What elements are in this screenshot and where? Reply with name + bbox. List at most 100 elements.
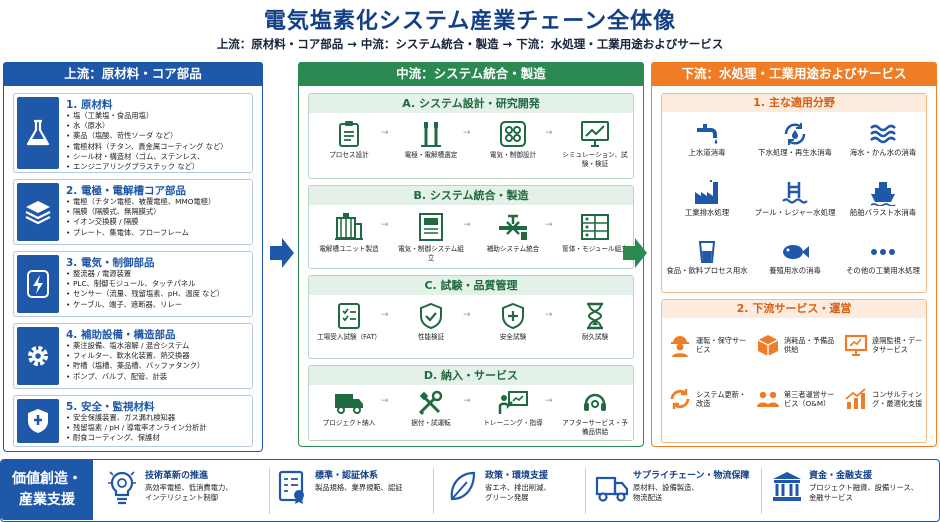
process-step: 電解槽ユニット製造 [313, 212, 385, 254]
page-subtitle: 上流：原材料・コア部品 → 中流：システム統合・製造 → 下流：水処理・工業用途… [216, 37, 724, 51]
list-item: 整流器 / 電源装置 [66, 269, 250, 279]
card-title: 4. 補助設備・構造部品 [66, 329, 176, 341]
support-desc: プロジェクト融資、設備リース、金融サービス [809, 483, 919, 502]
growth-chart-icon [845, 388, 866, 409]
process-step: アフターサービス・予備品供給 [559, 390, 631, 436]
pool-icon [782, 182, 808, 204]
application-item: 下水処理・再生水消毒 [754, 122, 836, 158]
upstream-card-safety: 5. 安全・監視材料 安全保護装置、ガス漏れ検知器 残留塩素 / pH / 導電… [13, 395, 253, 447]
downstream-column: 下流：水処理・工業用途およびサービス 1. 主な適用分野 上水道消毒 下水処理・… [651, 62, 937, 447]
shield-icon [17, 399, 59, 443]
list-item: プレート、集電体、フローフレーム [66, 228, 250, 238]
delivery-truck-icon [595, 476, 629, 502]
upstream-card-auxiliary: 4. 補助設備・構造部品 薬注設備、塩水溶解 / 混合システム フィルター、軟水… [13, 323, 253, 389]
list-item: 薬注設備、塩水溶解 / 混合システム [66, 341, 250, 351]
control-cabinet-icon [419, 213, 443, 241]
box-icon [757, 335, 779, 356]
dots-icon [871, 249, 895, 255]
upstream-column: 上流：原材料・コア部品 1. 原材料 塩（工業塩・食品用塩） 水（原水） 薬品（… [3, 62, 263, 452]
refresh-icon [670, 389, 690, 409]
list-item: 水（原水） [66, 121, 250, 131]
circuit-icon [500, 121, 526, 147]
list-item: エンジニアリングプラスチック など） [66, 162, 250, 172]
step-arrow-icon: → [545, 396, 553, 406]
application-item: 工業排水処理 [666, 180, 748, 218]
monitor-chart-icon [581, 121, 609, 147]
service-item: 第三者運営サービス（O&M） [756, 384, 838, 414]
upstream-header: 上流：原材料・コア部品 [3, 62, 263, 86]
list-item: ケーブル、端子、遮断器、リレー [66, 300, 250, 310]
process-step: 筐体・モジュール組立 [559, 212, 631, 254]
shield-check-icon [420, 302, 442, 330]
page-title: 電気塩素化システム産業チェーン全体像 [263, 9, 677, 34]
support-desc: 製品規格、業界規範、認証 [315, 483, 403, 492]
clipboard-icon [339, 121, 359, 147]
midstream-section-design: A. システム設計・研究開発 プロセス設計 → 電極・電解槽選定 → 電気・制御… [308, 93, 634, 179]
application-item: プール・レジャー水処理 [754, 180, 836, 218]
midstream-header: 中流：システム統合・製造 [298, 62, 644, 86]
process-step: プロジェクト納入 [313, 390, 385, 428]
service-item: コンサルティング・最適化支援 [844, 384, 926, 414]
process-step: 補助システム統合 [477, 212, 549, 254]
list-item: イオン交換膜 / 隔膜 [66, 217, 250, 227]
step-arrow-icon: → [545, 220, 553, 230]
application-item: 上水道消毒 [666, 122, 748, 158]
support-item-supply-chain: サプライチェーン・物流保障 原材料、設備製造、物流配送 [595, 466, 755, 516]
step-arrow-icon: → [463, 220, 471, 230]
leaf-icon [450, 471, 476, 501]
card-title: 2. 電極・電解槽コア部品 [66, 185, 186, 197]
midstream-section-integration: B. システム統合・製造 電解槽ユニット製造 → 電気・制御システム組立 → 補… [308, 185, 634, 269]
step-arrow-icon: → [381, 396, 389, 406]
list-item: フィルター、軟水化装置、熱交換器 [66, 351, 250, 361]
process-step: シミュレーション、試験・検証 [559, 120, 631, 168]
services-panel: 2. 下流サービス・運営 運転・保守サービス 消耗品・予備品供給 遠隔監視・デー… [661, 299, 927, 443]
electrolyzer-unit-icon [335, 213, 363, 240]
list-item: 残留塩素 / pH / 導電率オンライン分析計 [66, 423, 250, 433]
midstream-column: 中流：システム統合・製造 A. システム設計・研究開発 プロセス設計 → 電極・… [298, 62, 644, 447]
recycle-water-icon [784, 123, 806, 145]
section-title: C. 試験・品質管理 [309, 276, 633, 295]
step-arrow-icon: → [463, 396, 471, 406]
process-step: 電極・電解槽選定 [395, 120, 467, 160]
lightbulb-icon [108, 471, 136, 505]
service-item: システム更新・改造 [668, 384, 750, 414]
tools-icon [418, 390, 443, 416]
list-item: 隔膜（隔膜式、無隔膜式） [66, 207, 250, 217]
application-item: 養殖用水の消毒 [754, 240, 836, 276]
glass-icon [698, 241, 716, 263]
arrow-right-icon [623, 238, 647, 268]
application-item: 海水・かん水の消毒 [842, 122, 924, 158]
step-arrow-icon: → [463, 310, 471, 320]
upstream-card-raw-materials: 1. 原材料 塩（工業塩・食品用塩） 水（原水） 薬品（塩酸、苛性ソーダ など）… [13, 93, 253, 173]
module-rack-icon [581, 214, 609, 240]
list-item: ポンプ、バルブ、配管、計装 [66, 372, 250, 382]
step-arrow-icon: → [463, 128, 471, 138]
lightning-icon [17, 255, 59, 313]
process-step: 安全試験 [477, 302, 549, 342]
application-item: 食品・飲料プロセス用水 [666, 240, 748, 276]
factory-icon [695, 180, 718, 204]
remote-monitor-icon [844, 334, 868, 356]
process-step: 耐久試験 [559, 302, 631, 342]
list-item: 貯槽（塩槽、薬品槽、バッファタンク） [66, 361, 250, 371]
layers-icon [17, 183, 59, 241]
section-title: B. システム統合・製造 [309, 186, 633, 205]
support-desc: 高効率電極、低消費電力、インテリジェント制御 [145, 483, 233, 502]
process-step: プロセス設計 [313, 120, 385, 160]
midstream-section-delivery: D. 納入・サービス プロジェクト納入 → 据付・試運転 → トレーニング・指導… [308, 365, 634, 441]
midstream-section-testing: C. 試験・品質管理 工場受入試験（FAT） → 性能検証 → 安全試験 → 耐… [308, 275, 634, 359]
process-step: 電気・制御システム組立 [395, 212, 467, 262]
list-item: 安全保護装置、ガス漏れ検知器 [66, 413, 250, 423]
process-step: 工場受入試験（FAT） [313, 302, 385, 342]
upstream-card-electrode: 2. 電極・電解槽コア部品 電極（チタン電極、被覆電極、MMO電極） 隔膜（隔膜… [13, 179, 253, 245]
truck-icon [335, 394, 363, 414]
step-arrow-icon: → [545, 128, 553, 138]
applications-panel: 1. 主な適用分野 上水道消毒 下水処理・再生水消毒 海水・かん水の消毒 工業排… [661, 93, 927, 293]
support-bar: 価値創造・ 産業支援 技術革新の推進 高効率電極、低消費電力、インテリジェント制… [0, 459, 940, 522]
support-desc: 原材料、設備製造、物流配送 [633, 483, 699, 502]
list-item: 電極材料（チタン、貴金属コーティング など） [66, 142, 250, 152]
card-title: 3. 電気・制御部品 [66, 257, 155, 269]
service-item: 消耗品・予備品供給 [756, 330, 838, 360]
shield-plus-icon [502, 302, 524, 330]
list-item: 耐食コーティング、保護材 [66, 433, 250, 443]
